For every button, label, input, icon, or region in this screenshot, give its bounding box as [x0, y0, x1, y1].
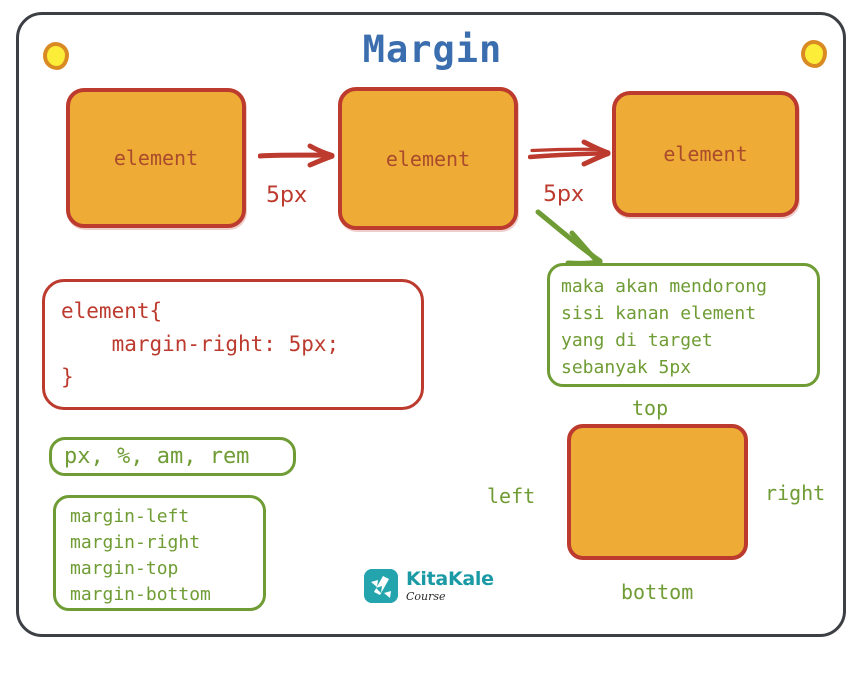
element-box-label: element	[385, 146, 471, 171]
property-item: margin-top	[70, 558, 179, 579]
logo-name: KitaKale	[406, 568, 494, 590]
code-line: margin-right: 5px;	[61, 332, 340, 356]
code-line: element{	[61, 299, 163, 323]
element-box-label: element	[113, 146, 199, 170]
units-box: px, %, am, rem	[49, 437, 296, 476]
box-model-label-right: right	[765, 481, 826, 505]
element-box-1: element	[66, 88, 246, 228]
property-item: margin-bottom	[70, 584, 211, 605]
code-line: }	[61, 365, 74, 389]
page-title: Margin	[362, 28, 503, 71]
kitakale-logo-icon	[364, 569, 398, 603]
brand-logo: KitaKale Course	[364, 569, 494, 603]
explanation-note-box: maka akan mendorong sisi kanan element y…	[547, 263, 820, 387]
magnet-dot-right-icon	[801, 40, 827, 68]
spacing-label-1: 5px	[266, 183, 307, 208]
note-line: maka akan mendorong	[561, 276, 767, 297]
note-line: yang di target	[561, 330, 713, 351]
units-text: px, %, am, rem	[64, 444, 250, 469]
spacing-label-2: 5px	[543, 182, 584, 207]
logo-subtitle: Course	[406, 590, 446, 603]
property-item: margin-right	[70, 532, 201, 553]
note-line: sisi kanan element	[561, 303, 757, 324]
magnet-dot-left-icon	[43, 42, 69, 70]
box-model-label-left: left	[487, 484, 536, 508]
code-block: element{ margin-right: 5px; }	[42, 279, 424, 410]
spacing-arrow-2-icon	[527, 136, 620, 178]
box-model-label-top: top	[632, 396, 669, 420]
box-model-label-bottom: bottom	[621, 580, 694, 604]
element-box-2: element	[338, 87, 518, 230]
note-line: sebanyak 5px	[561, 357, 692, 378]
logo-text-block: KitaKale Course	[406, 568, 494, 603]
box-model-element	[567, 424, 748, 560]
element-box-label: element	[663, 142, 748, 166]
spacing-arrow-1-icon	[257, 138, 344, 178]
margin-properties-box: margin-left margin-right margin-top marg…	[53, 495, 266, 611]
property-item: margin-left	[70, 506, 190, 527]
element-box-3: element	[612, 91, 799, 217]
